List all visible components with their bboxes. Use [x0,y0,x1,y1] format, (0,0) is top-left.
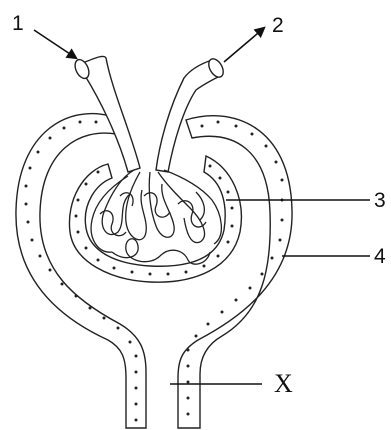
cell-dot [131,271,134,274]
cell-dot [135,419,138,422]
cell-dot [135,355,138,358]
cell-dot [85,247,88,250]
cell-dot [261,273,264,276]
cell-dot [235,125,238,128]
cell-dot [27,221,30,224]
label-x: X [274,369,293,398]
cell-dot [227,241,230,244]
cell-dot [97,259,100,262]
label-1: 1 [12,12,24,35]
cell-dot [103,317,106,320]
cell-dot [37,151,40,154]
cell-dot [129,341,132,344]
cell-dot [219,177,222,180]
cell-dot [61,283,64,286]
cell-dot [281,219,284,222]
cell-dot [79,121,82,124]
cell-dot [187,349,190,352]
cell-dot [49,269,52,272]
pointer-2 [224,28,264,62]
cell-dot [185,271,188,274]
cell-dot [95,121,98,124]
cell-dot [113,267,116,270]
cell-dot [135,403,138,406]
cell-dot [251,133,254,136]
cell-dot [201,125,204,128]
label-3: 3 [374,189,386,212]
inner-capsule-wall [69,156,241,282]
cell-dot [279,239,282,242]
cell-dot [49,137,52,140]
cell-dot [31,239,34,242]
cell-dot [167,273,170,276]
label-4: 4 [374,245,386,268]
cell-dot [135,371,138,374]
cell-dot [187,413,190,416]
cell-dot [203,265,206,268]
cell-dot [195,335,198,338]
cell-dot [217,255,220,258]
glomerulus [91,170,221,264]
cell-dot [85,183,88,186]
cell-dot [39,255,42,258]
cell-dot [217,121,220,124]
cell-dot [231,225,234,228]
cell-dot [281,179,284,182]
pointer-1 [34,30,76,58]
cell-dot [275,161,278,164]
cell-dot [207,323,210,326]
cell-dot [149,273,152,276]
cell-dot [75,295,78,298]
cell-dot [25,203,28,206]
cell-dot [227,191,230,194]
cell-dot [135,387,138,390]
label-2: 2 [272,14,284,37]
cell-dot [25,185,28,188]
cell-dot [209,165,212,168]
cell-dot [117,327,120,330]
cell-dot [221,311,224,314]
cell-dot [75,215,78,218]
cell-dot [77,231,80,234]
cell-dot [235,299,238,302]
cell-dot [77,199,80,202]
cell-dot [231,207,234,210]
cell-dot [187,381,190,384]
cell-dot [249,287,252,290]
cell-dot [187,365,190,368]
cell-dot [265,145,268,148]
cell-dot [29,167,32,170]
cell-dot [63,127,66,130]
cell-dot [187,397,190,400]
cell-dot [89,307,92,310]
cell-dot [97,171,100,174]
cell-dot [271,257,274,260]
